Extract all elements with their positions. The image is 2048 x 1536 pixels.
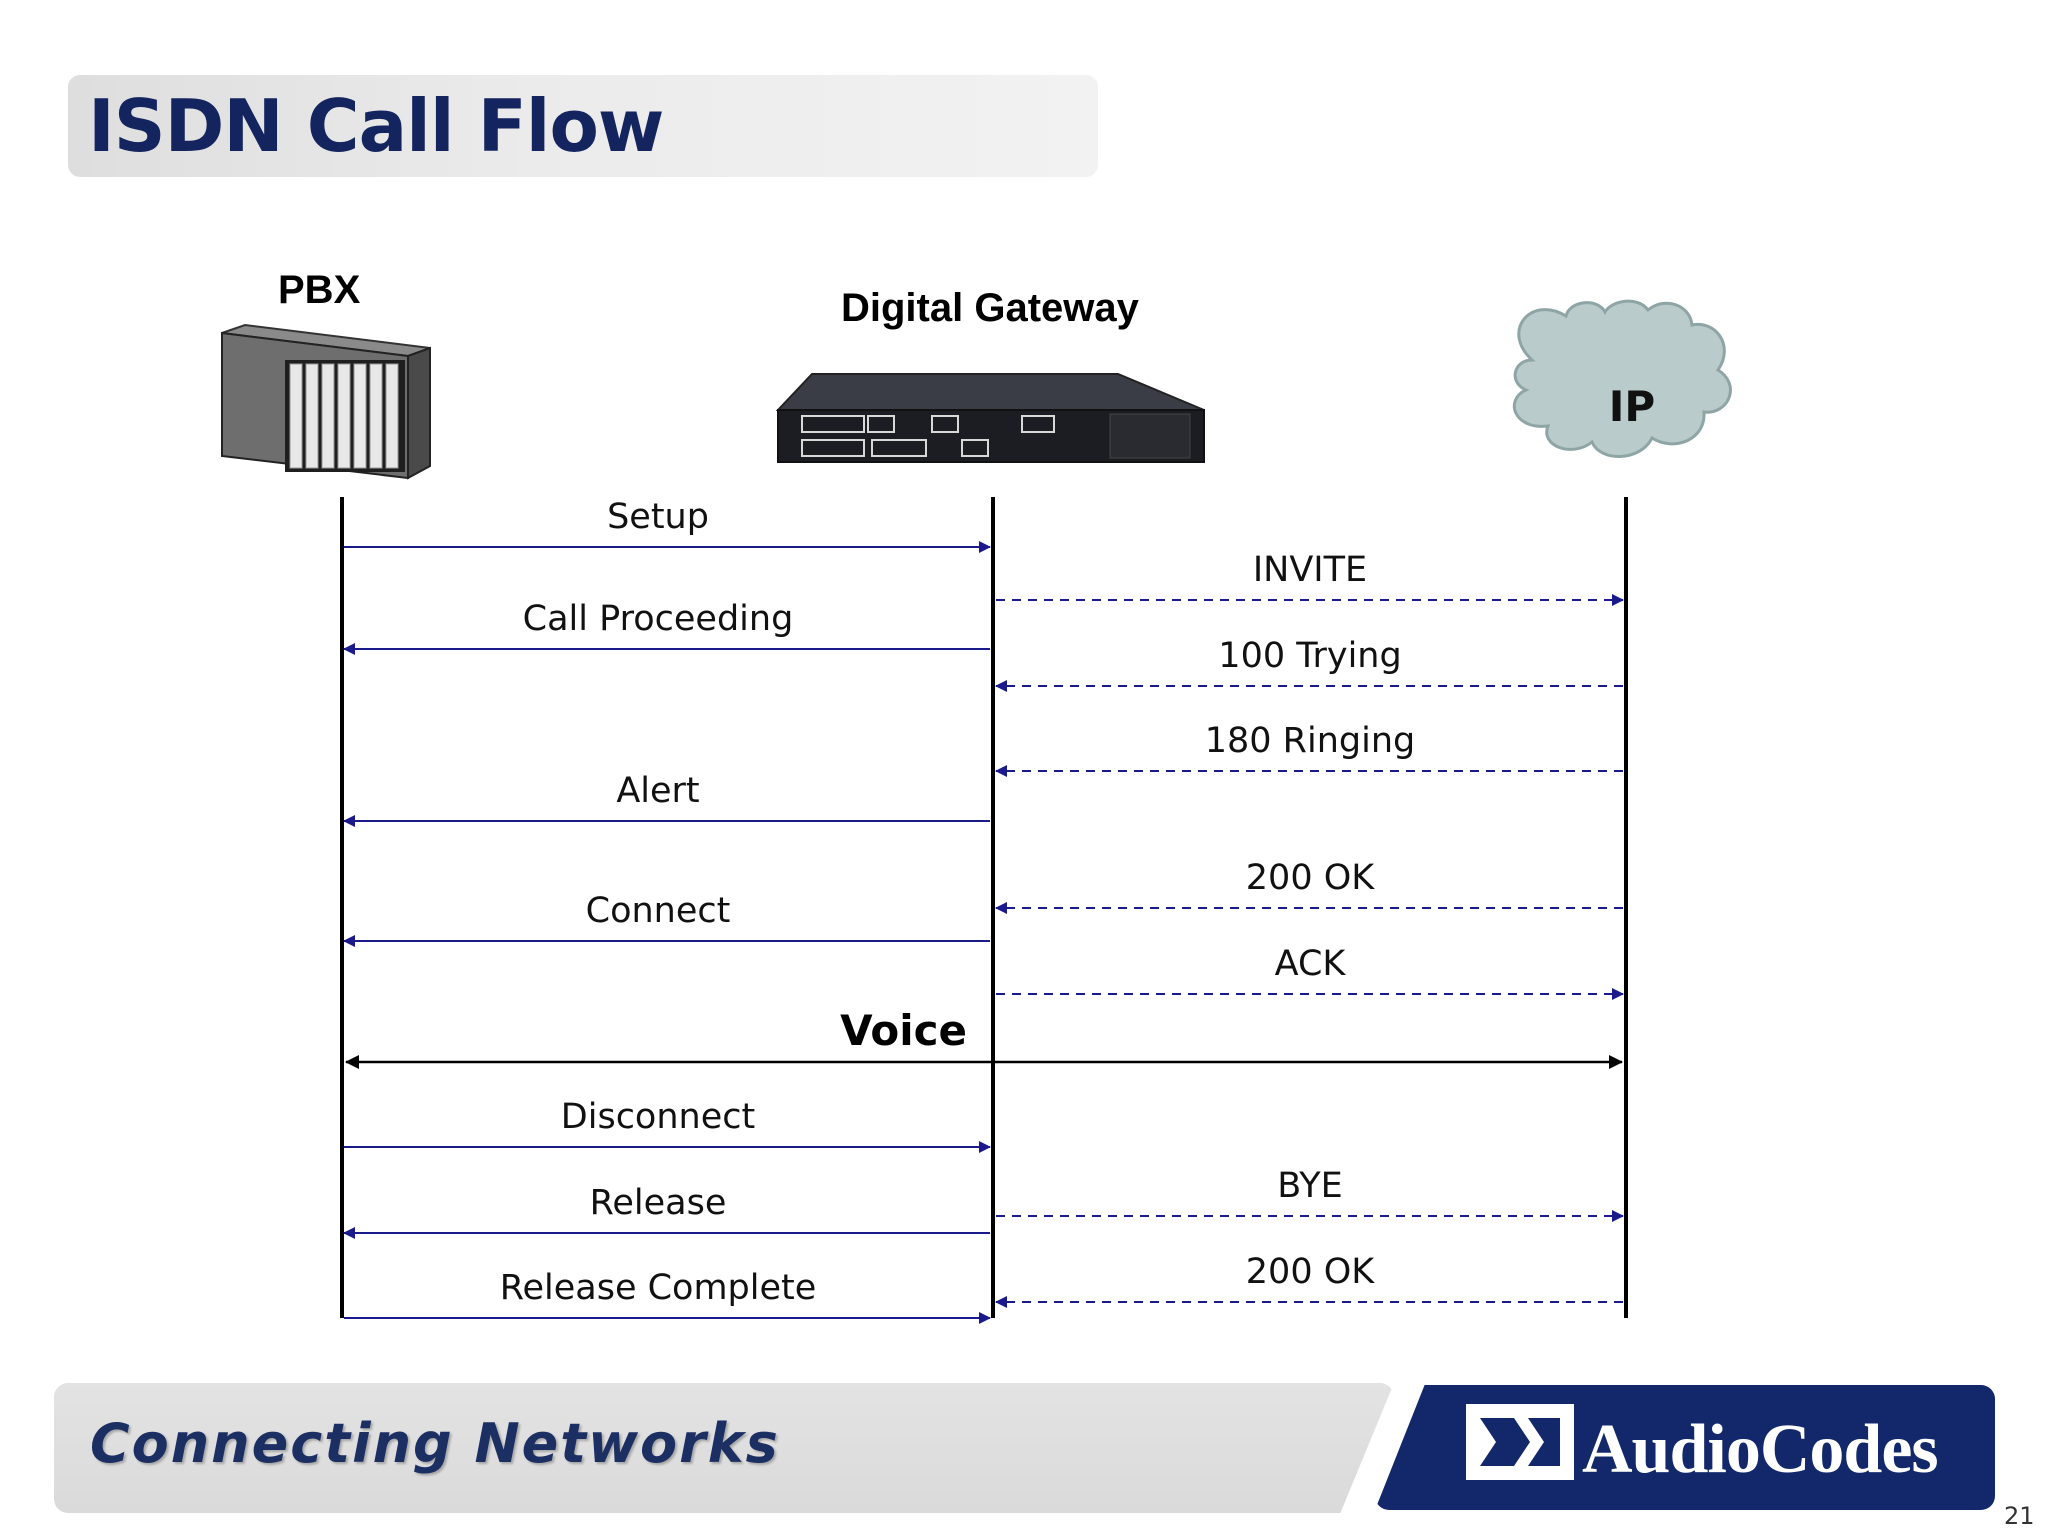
title-bar — [68, 75, 1098, 177]
pbx-server-icon — [221, 323, 431, 480]
page-number: 21 — [2004, 1502, 2035, 1530]
audiocodes-logo-icon — [1466, 1404, 1574, 1480]
sip-label-200-ok-bye: 200 OK — [1246, 1252, 1375, 1292]
voice-label: Voice — [840, 1006, 967, 1055]
sip-label-180-ringing: 180 Ringing — [1205, 721, 1416, 761]
pbx-label: PBX — [278, 268, 361, 312]
sip-label-invite: INVITE — [1253, 550, 1367, 590]
audiocodes-logo-text: AudioCodes — [1582, 1411, 1939, 1488]
ip-label: IP — [1609, 382, 1655, 431]
isdn-label-call-proceeding: Call Proceeding — [523, 599, 794, 639]
footer-tagline: Connecting Networks — [90, 1412, 780, 1475]
gateway-device-icon — [775, 373, 1205, 463]
gateway-label: Digital Gateway — [841, 286, 1139, 330]
slide-title: ISDN Call Flow — [88, 84, 664, 168]
sip-label-ack: ACK — [1275, 944, 1347, 984]
sip-label-100-trying: 100 Trying — [1218, 636, 1401, 676]
isdn-label-release-complete: Release Complete — [500, 1268, 817, 1308]
ip-cloud-icon — [1512, 299, 1732, 458]
sip-label-bye: BYE — [1277, 1166, 1343, 1206]
isdn-label-disconnect: Disconnect — [561, 1097, 755, 1137]
isdn-label-connect: Connect — [586, 891, 731, 931]
isdn-label-release: Release — [590, 1183, 727, 1223]
isdn-label-setup: Setup — [607, 497, 709, 537]
sip-label-200-ok: 200 OK — [1246, 858, 1375, 898]
footer-band — [54, 1383, 1394, 1513]
isdn-label-alert: Alert — [616, 771, 699, 811]
